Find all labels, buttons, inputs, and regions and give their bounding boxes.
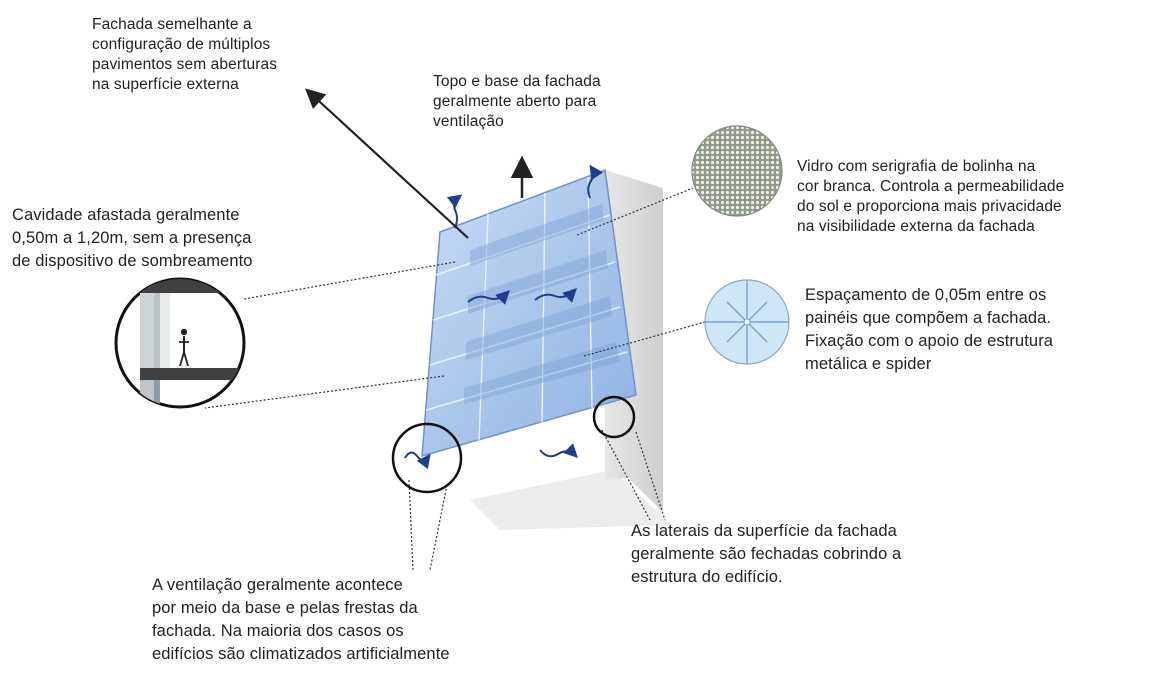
spacing-annotation: Espaçamento de 0,05m entre os painéis qu… bbox=[805, 286, 1054, 373]
dotted-leaders bbox=[204, 187, 706, 571]
ventilation-annotation: A ventilação geralmente acontece por mei… bbox=[152, 576, 450, 663]
facade-annotation: Fachada semelhante a configuração de múl… bbox=[92, 16, 278, 93]
ground-shadow bbox=[470, 470, 672, 530]
glass-facade bbox=[421, 164, 637, 458]
glass-annotation: Vidro com serigrafia de bolinha na cor b… bbox=[797, 158, 1065, 235]
ventilation-base-detail bbox=[391, 422, 463, 494]
side-edge-detail bbox=[592, 395, 636, 439]
sides-annotation: As laterais da superfície da fachada ger… bbox=[631, 522, 902, 586]
facade-leader bbox=[305, 88, 469, 239]
side-wall bbox=[605, 170, 663, 512]
top-base-annotation: Topo e base da fachada geralmente aberto… bbox=[433, 73, 601, 130]
cavity-annotation: Cavidade afastada geralmente 0,50m a 1,2… bbox=[12, 206, 253, 270]
cavity-section-detail bbox=[114, 277, 246, 409]
spider-fixing-detail bbox=[704, 279, 790, 365]
glass-dot-pattern-detail bbox=[691, 125, 783, 217]
